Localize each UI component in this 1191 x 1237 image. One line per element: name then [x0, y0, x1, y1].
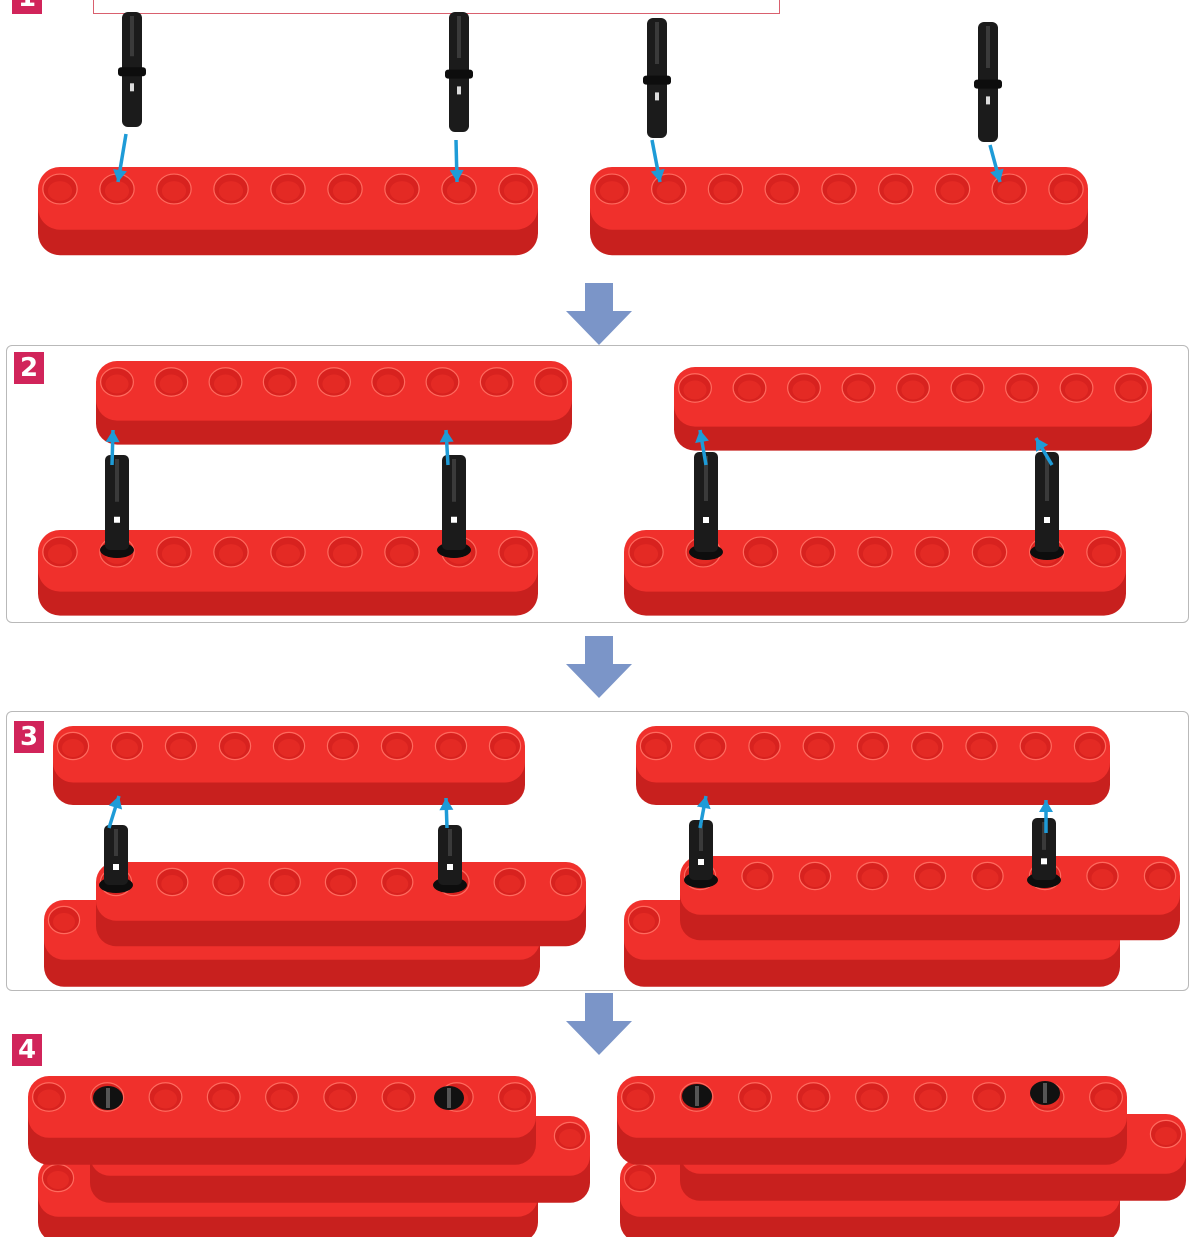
connector-pin-icon [684, 820, 718, 888]
step-1-beam-left [38, 167, 538, 255]
step-2-beam-top-right [674, 367, 1152, 451]
connector-pin-icon [682, 1084, 712, 1108]
connector-pin-icon [433, 825, 467, 893]
connector-pin-icon [99, 825, 133, 893]
connector-pin-icon [1027, 818, 1061, 888]
step-2-beam-top-left [96, 361, 572, 445]
connector-pin-icon [1030, 1081, 1060, 1105]
connector-pin-icon [643, 18, 671, 138]
step-3-beam-top-right [636, 726, 1110, 805]
connector-pin-icon [445, 12, 473, 132]
connector-pin-icon [434, 1086, 464, 1110]
connector-pin-icon [689, 452, 723, 560]
connector-pin-icon [1030, 452, 1064, 560]
step-1-beam-right [590, 167, 1088, 255]
step-3-beam-top-left [53, 726, 525, 805]
connector-pin-icon [974, 22, 1002, 142]
connector-pin-icon [437, 455, 471, 558]
connector-pin-icon [93, 1086, 123, 1110]
step-3-beam-upper-right [680, 856, 1180, 940]
connector-pin-icon [118, 12, 146, 127]
step-3-beam-upper-left [96, 862, 586, 946]
connector-pin-icon [100, 455, 134, 558]
